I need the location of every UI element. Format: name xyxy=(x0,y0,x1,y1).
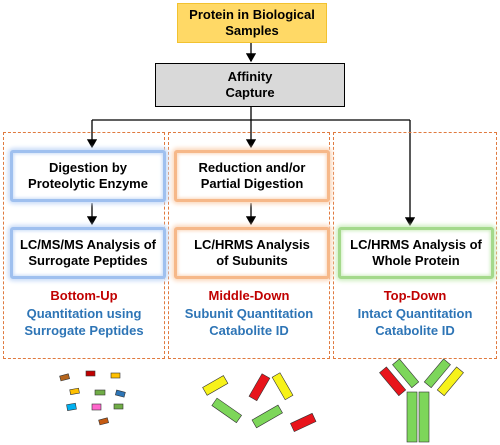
heavy-chain xyxy=(406,391,418,443)
light-chain-fragment xyxy=(202,375,229,396)
middle-down-label: Middle-Down xyxy=(208,288,290,303)
middle-down-detail: Subunit Quantitation Catabolite ID xyxy=(184,306,314,338)
digestion-step-box: Digestion by Proteolytic Enzyme xyxy=(10,150,166,202)
bottom-up-detail: Quantitation using Surrogate Peptides xyxy=(24,306,144,338)
top-down-label: Top-Down xyxy=(383,288,447,303)
peptide-fragments-illustration xyxy=(59,370,126,426)
bottom-up-label: Bottom-Up xyxy=(50,288,118,303)
lchrms-whole-protein-box: LC/HRMS Analysis of Whole Protein xyxy=(338,227,494,279)
top-down-column xyxy=(333,132,497,359)
light-chain xyxy=(436,366,464,397)
peptide-fragment xyxy=(91,403,102,411)
peptide-fragment xyxy=(69,387,80,395)
peptide-fragment xyxy=(85,370,96,377)
reduction-step-box: Reduction and/or Partial Digestion xyxy=(174,150,330,202)
protein-samples-box: Protein in Biological Samples xyxy=(177,3,327,43)
affinity-capture-box: Affinity Capture xyxy=(155,63,345,107)
peptide-fragment xyxy=(94,389,106,396)
light-chain-fragment xyxy=(271,372,294,401)
heavy-chain xyxy=(423,358,451,389)
lchrms-subunits-box: LC/HRMS Analysis of Subunits xyxy=(174,227,330,279)
peptide-fragment xyxy=(114,389,126,398)
lcmsms-analysis-box: LC/MS/MS Analysis of Surrogate Peptides xyxy=(10,227,166,279)
peptide-fragment xyxy=(98,417,109,426)
subunit-fragments-illustration xyxy=(202,372,317,433)
peptide-fragment xyxy=(59,373,70,382)
light-chain-fragment xyxy=(248,373,271,402)
peptide-fragment xyxy=(110,372,121,379)
heavy-chain xyxy=(392,358,420,389)
intact-antibody-illustration xyxy=(379,358,464,443)
heavy-chain-fragment xyxy=(251,404,283,429)
top-down-detail: Intact Quantitation Catabolite ID xyxy=(357,306,473,338)
light-chain xyxy=(379,366,407,397)
peptide-fragment xyxy=(113,403,124,410)
heavy-chain xyxy=(418,391,430,443)
heavy-chain-fragment xyxy=(211,397,242,424)
peptide-fragment xyxy=(66,402,77,411)
light-chain-fragment xyxy=(290,412,317,433)
